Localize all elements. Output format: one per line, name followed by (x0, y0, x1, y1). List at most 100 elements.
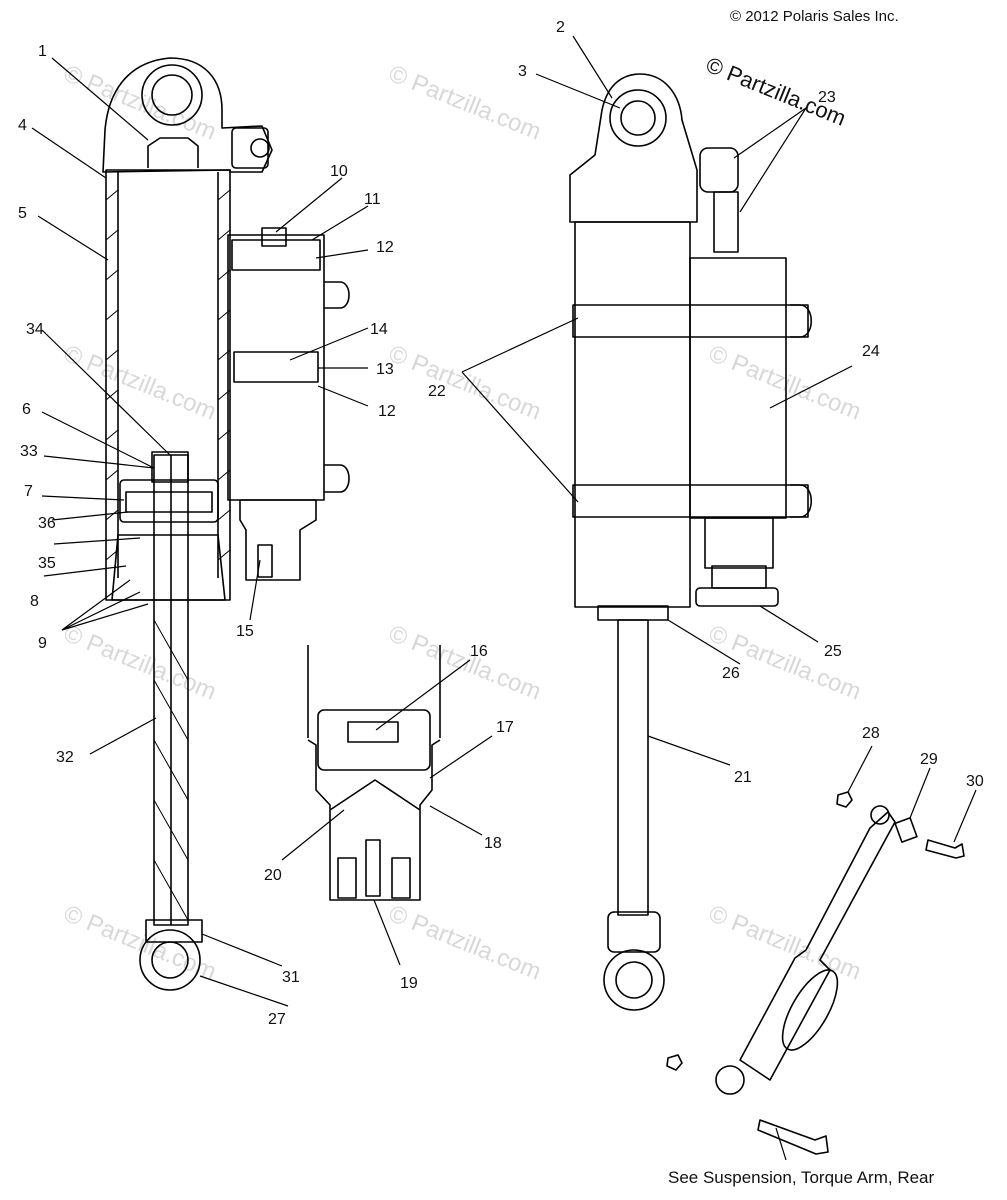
callout-16: 16 (470, 643, 488, 660)
callout-7: 7 (24, 483, 33, 500)
piston-nut (151, 451, 189, 483)
callout-3: 3 (518, 63, 527, 80)
callout-21: 21 (734, 769, 752, 786)
bushing-29 (894, 817, 918, 843)
lower-eyelet-inner (151, 941, 189, 979)
callout-25: 25 (824, 643, 842, 660)
callout-8: 8 (30, 593, 39, 610)
callout-26: 26 (722, 665, 740, 682)
detail-seat (329, 779, 421, 811)
lower-bolt (757, 1119, 829, 1155)
callout-12-lower: 12 (378, 403, 396, 420)
detail-piston (317, 709, 431, 771)
ext-adjuster-neck (704, 517, 774, 569)
callout-19: 19 (400, 975, 418, 992)
schrader-valve (261, 227, 287, 247)
ext-upper-eyelet-inner (620, 100, 656, 136)
callout-17: 17 (496, 719, 514, 736)
top-cap (147, 137, 199, 168)
ext-upper-eyelet-outer (609, 89, 667, 147)
callout-11: 11 (364, 191, 381, 208)
callout-14: 14 (370, 321, 388, 338)
ext-seal-cap (597, 605, 669, 621)
callout-31: 31 (282, 969, 300, 986)
callout-6: 6 (22, 401, 31, 418)
nut-28 (836, 791, 853, 808)
reservoir-clamp-tab-lower (324, 464, 350, 493)
callout-28: 28 (862, 725, 880, 742)
reservoir-cutaway (227, 227, 350, 581)
upper-eyelet-inner (151, 74, 193, 116)
callout-2: 2 (556, 19, 565, 36)
callout-5: 5 (18, 205, 27, 222)
callout-12: 12 (376, 239, 394, 256)
callout-15: 15 (236, 623, 254, 640)
ext-shaft (617, 619, 649, 916)
callout-4: 4 (18, 117, 27, 134)
detail-spring-left (337, 857, 357, 899)
ext-adjuster-base (711, 565, 767, 589)
callout-35: 35 (38, 555, 56, 572)
callout-22: 22 (428, 383, 446, 400)
callout-30: 30 (966, 773, 984, 790)
lower-nut (666, 1054, 683, 1071)
callout-27: 27 (268, 1011, 286, 1028)
callout-33: 33 (20, 443, 38, 460)
bolt-30 (925, 839, 965, 859)
lower-eyelet-outer (139, 929, 201, 991)
callout-20: 20 (264, 867, 282, 884)
small-shock-body (739, 811, 896, 1081)
mounting-hardware-view (666, 791, 965, 1155)
small-upper-eyelet (870, 805, 890, 825)
small-shock-reservoir (781, 969, 839, 1051)
compression-adjuster-body (239, 499, 317, 581)
callout-36: 36 (38, 515, 56, 532)
ext-upper-mount (569, 73, 698, 223)
callout-1: 1 (38, 43, 47, 60)
reservoir-clamp-tab-upper (324, 281, 350, 309)
hose-fitting-bore (250, 138, 270, 158)
left-shock-cutaway (102, 57, 273, 991)
callout-23: 23 (818, 89, 836, 106)
ext-body (574, 221, 691, 608)
detail-center-pin (365, 839, 381, 897)
seal-head (111, 534, 226, 601)
tube-wall-hatching (105, 189, 231, 561)
ext-clamp-bolt-upper (790, 304, 813, 338)
leader-lines (31, 35, 977, 1161)
callout-32: 32 (56, 749, 74, 766)
detail-bleed-screw (347, 721, 399, 743)
callout-24: 24 (862, 343, 880, 360)
callout-labels: 1 2 3 4 5 6 7 8 9 10 11 12 12 13 14 15 1… (18, 19, 984, 1028)
callout-10: 10 (330, 163, 348, 180)
detail-adjuster-body (307, 739, 441, 901)
valve-stack (125, 491, 213, 513)
callout-13: 13 (376, 361, 394, 378)
ext-lower-clevis (607, 911, 661, 953)
upper-eyelet-outer (141, 64, 203, 126)
reservoir-hose-fitting (231, 127, 269, 169)
adjuster-spring (257, 544, 273, 578)
ext-hose (713, 191, 739, 253)
small-lower-eyelet (715, 1065, 745, 1095)
reservoir-tube (227, 234, 325, 501)
piston (119, 479, 219, 523)
ext-adjuster-knob (695, 587, 779, 607)
ext-clamp-bolt-lower (790, 484, 813, 518)
ext-reservoir (689, 257, 787, 519)
detail-spring-right (391, 857, 411, 899)
ext-hose-fitting (699, 147, 739, 193)
copyright-text: © 2012 Polaris Sales Inc. (730, 8, 899, 25)
right-shock-exterior (569, 73, 813, 1011)
ext-lower-eyelet-inner (615, 961, 653, 999)
ext-lower-eyelet-outer (603, 949, 665, 1011)
callout-18: 18 (484, 835, 502, 852)
callout-29: 29 (920, 751, 938, 768)
floating-piston (233, 351, 319, 383)
callout-9: 9 (38, 635, 47, 652)
footnote-text: See Suspension, Torque Arm, Rear (668, 1168, 935, 1187)
adjuster-detail (307, 645, 441, 901)
callout-34: 34 (26, 321, 44, 338)
shaft-hatching (153, 619, 189, 921)
